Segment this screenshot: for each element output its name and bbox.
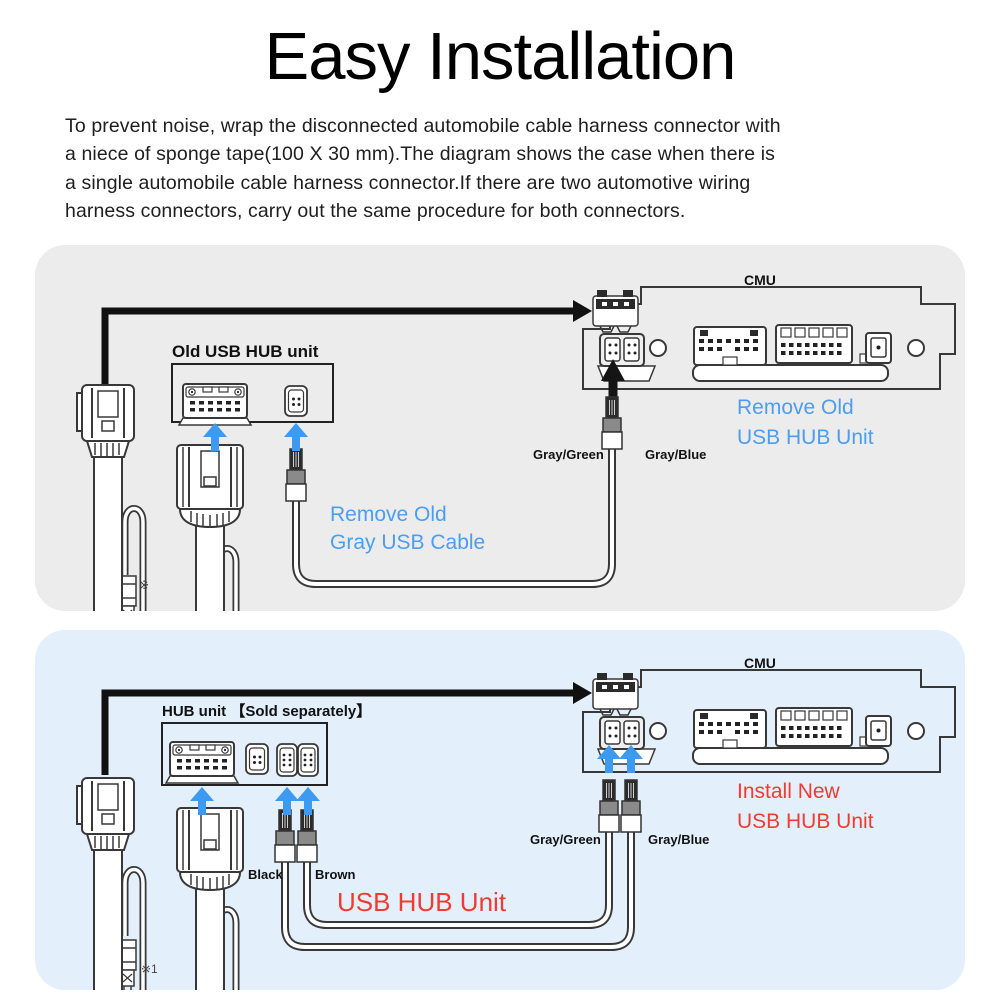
- panel-remove-old: Old USB HUB unit CMU Gray/Green Gray/Blu…: [35, 245, 965, 611]
- gray-blue-label: Gray/Blue: [648, 832, 709, 847]
- hub-usb-port: [284, 385, 308, 417]
- hub-usb-port: [276, 743, 298, 777]
- old-usb-hub-unit-label: Old USB HUB unit: [172, 342, 319, 361]
- intro-line: To prevent noise, wrap the disconnected …: [65, 115, 781, 137]
- remove-old-unit-note-line1: Remove Old: [737, 396, 854, 419]
- gray-green-label: Gray/Green: [533, 447, 604, 462]
- gray-blue-label: Gray/Blue: [645, 447, 706, 462]
- page-title: Easy Installation: [264, 19, 737, 94]
- usb-hub-unit-label: USB HUB Unit: [337, 887, 507, 917]
- intro-line: a single automobile cable harness connec…: [65, 171, 751, 194]
- footnote-mark: ※1: [141, 962, 158, 976]
- up-arrow-shaft: [608, 381, 618, 397]
- right-arrow-icon: [573, 300, 592, 322]
- hub-usb-port: [245, 743, 269, 775]
- hub-usb-port: [297, 743, 319, 777]
- harness-routing-line: [101, 307, 573, 387]
- remove-old-cable-note-line1: Remove Old: [330, 503, 447, 526]
- footnote-mark: ※: [139, 578, 149, 592]
- intro-paragraph: To prevent noise, wrap the disconnected …: [65, 112, 945, 226]
- black-wire-label: Black: [248, 867, 283, 882]
- hub-12pin-port: [178, 383, 252, 426]
- install-new-note-line1: Install New: [737, 780, 841, 803]
- brown-wire-label: Brown: [315, 867, 356, 882]
- hub-unit-sold-separately-label: HUB unit 【Sold separately】: [162, 702, 371, 720]
- brown-usb-cable: [303, 832, 613, 929]
- install-new-note-line2: USB HUB Unit: [737, 810, 874, 833]
- black-usb-cable: [281, 832, 635, 951]
- remove-old-unit-note-line2: USB HUB Unit: [737, 426, 874, 449]
- hub-12pin-port: [165, 741, 239, 784]
- panel-install-new: HUB unit 【Sold separately】 CMU Black Bro…: [35, 630, 965, 990]
- gray-usb-cable: [292, 449, 616, 588]
- remove-old-cable-note-line2: Gray USB Cable: [330, 531, 485, 554]
- install-new-diagram: HUB unit 【Sold separately】 CMU Black Bro…: [35, 630, 965, 990]
- intro-line: a niece of sponge tape(100 X 30 mm).The …: [65, 143, 775, 166]
- remove-old-diagram: Old USB HUB unit CMU Gray/Green Gray/Blu…: [35, 245, 965, 611]
- up-arrow-icon: [601, 359, 625, 381]
- hub-unit-box: [161, 722, 328, 786]
- intro-line: harness connectors, carry out the same p…: [65, 200, 686, 223]
- cmu-label: CMU: [744, 272, 776, 288]
- harness-routing-line: [101, 689, 573, 775]
- cmu-label: CMU: [744, 655, 776, 671]
- hub-unit-box: [171, 363, 334, 423]
- gray-green-label: Gray/Green: [530, 832, 601, 847]
- right-arrow-icon: [573, 682, 592, 704]
